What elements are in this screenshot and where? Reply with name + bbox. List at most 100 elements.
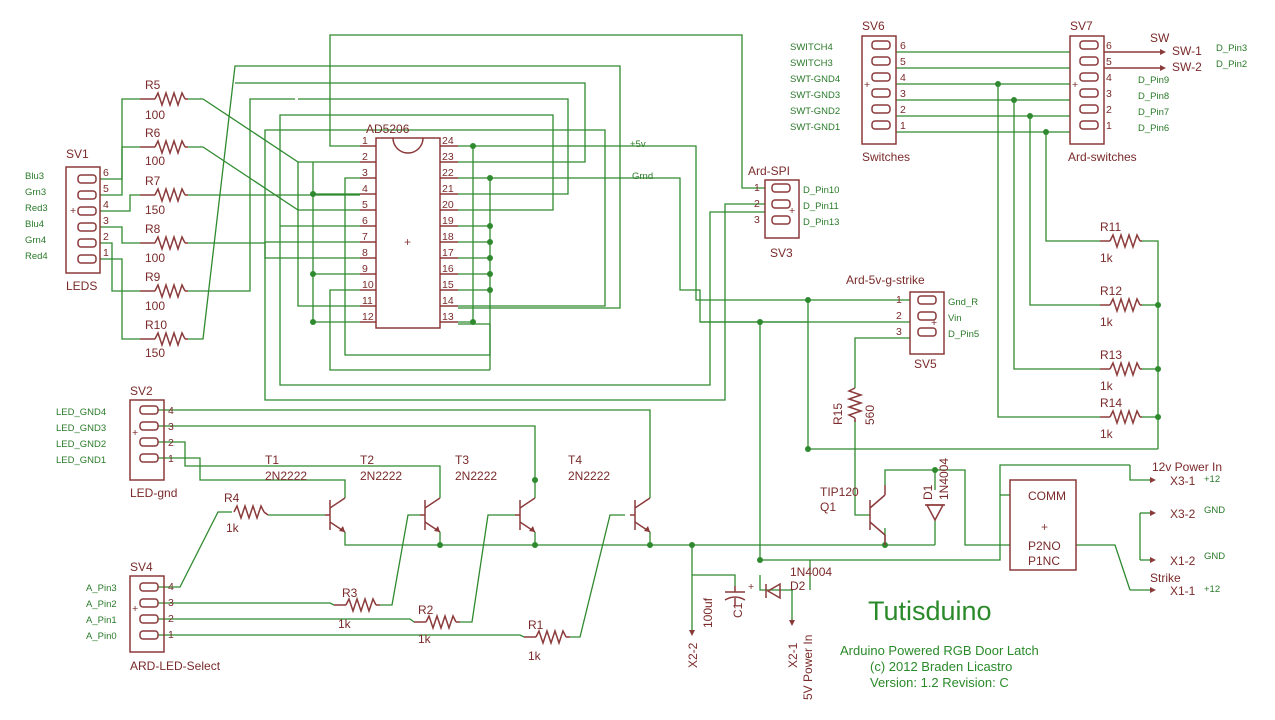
sv7-label: D_Pin8: [1138, 91, 1169, 102]
sv6-pin: 1: [900, 120, 906, 132]
transistor-name: T4: [568, 453, 582, 467]
svg-text:+: +: [132, 603, 138, 615]
sv7-pin: 3: [1106, 88, 1112, 100]
ic-left-pin-number: 12: [362, 311, 374, 323]
ic-right-pin-number: 19: [442, 215, 454, 227]
sv7-pin: 6: [1106, 40, 1112, 52]
sv3-value: Ard-SPI: [748, 164, 790, 178]
ic-left-pin-number: 9: [362, 263, 368, 275]
transistor-symbol: [634, 497, 651, 509]
r11-name: R11: [1100, 220, 1121, 234]
sv7-name: SV7: [1070, 19, 1093, 33]
sv6-pin: 5: [900, 56, 906, 68]
r6-value: 100: [145, 154, 165, 168]
r11-value: 1k: [1100, 251, 1114, 265]
ic-left-pin-number: 6: [362, 215, 368, 227]
sv6-pin: 4: [900, 72, 906, 84]
info-line-3: Version: 1.2 Revision: C: [870, 675, 1009, 690]
r5-value: 100: [145, 108, 165, 122]
sv2-pin: 3: [168, 421, 174, 433]
r6-name: R6: [145, 126, 161, 140]
ic-left-pin-number: 7: [362, 231, 368, 243]
sv6-net: SWITCH4: [790, 42, 833, 53]
x3-2-label: X3-2: [1170, 507, 1196, 521]
r15-value: 560: [863, 405, 877, 425]
schematic-title: Tutisduino: [868, 596, 992, 626]
r2-value: 1k: [418, 632, 432, 646]
r10-value: 150: [145, 346, 165, 360]
sv7-value: Ard-switches: [1068, 150, 1137, 164]
r9-name: R9: [145, 270, 161, 284]
sv2-pin: 2: [168, 437, 174, 449]
ic-left-pin-number: 8: [362, 247, 368, 259]
transistor-emitter-arrow: [644, 526, 650, 532]
relay: + COMM P2NO P1NC: [1009, 479, 1077, 571]
svg-text:+: +: [1072, 79, 1078, 91]
net-gnd-label: Grnd: [632, 171, 653, 182]
sv1-net: Red4: [25, 251, 48, 262]
sv7-label: D_Pin7: [1138, 107, 1169, 118]
sv1-net: Blu3: [25, 171, 44, 182]
svg-text:+: +: [70, 205, 76, 217]
sv7-pin: 2: [1106, 104, 1112, 116]
c1-value: 100uf: [701, 597, 715, 628]
transistor-name: T1: [265, 453, 279, 467]
r5-name: R5: [145, 78, 161, 92]
resistors-left: R5 100 R6 100 R7 150 R8 100 R9 100 R10 1…: [140, 78, 188, 360]
svg-text:+: +: [789, 205, 795, 217]
ic-right-pin-number: 17: [442, 247, 454, 259]
c1-capacitor: + 100uf C1: [701, 581, 754, 628]
r15-resistor: R15 560: [831, 387, 877, 425]
net-5v-label: +5v: [630, 139, 646, 150]
junctions: [310, 81, 1161, 563]
d1-diode: D1 1N4004: [921, 458, 951, 522]
r14-value: 1k: [1100, 427, 1114, 441]
r8-value: 100: [145, 251, 165, 265]
sv4-pin: 1: [168, 629, 174, 641]
sv7-label: SW-2: [1172, 60, 1202, 74]
ic-name: AD5206: [366, 122, 410, 136]
sv7-header: + SV7 Ard-switches 6 5 4 3 2 1 SW SW-1 S…: [1068, 19, 1247, 164]
sv5-header: + Ard-5v-g-strike SV5 1 2 3 Gnd_R Vin D_…: [846, 273, 979, 371]
r2-name: R2: [418, 603, 434, 617]
sv6-value: Switches: [862, 150, 910, 164]
transistor-emitter-arrow: [529, 526, 535, 532]
d1-value: 1N4004: [937, 458, 951, 500]
base-resistors: R4 1k R3 1k R2 1k R1 1k: [224, 491, 570, 663]
relay-p2no: P2NO: [1028, 539, 1061, 553]
svg-text:+: +: [864, 79, 870, 91]
ic-right-pin-number: 14: [442, 295, 454, 307]
ic-right-pin-number: 13: [442, 311, 454, 323]
transistor-name: T3: [455, 453, 469, 467]
sv4-name: SV4: [130, 560, 153, 574]
c1-name: C1: [731, 602, 745, 618]
sv7-pin: 5: [1106, 56, 1112, 68]
r3-name: R3: [342, 586, 358, 600]
transistor-value: 2N2222: [360, 469, 402, 483]
ic-ad5206: + AD5206 1234567891011122423222120191817…: [360, 122, 458, 329]
q1-transistor: TIP120 Q1: [820, 485, 886, 545]
sv6-header: + SV6 Switches 6 5 4 3 2 1 SWITCH4 SWITC…: [790, 19, 910, 164]
title-block: Tutisduino Arduino Powered RGB Door Latc…: [840, 596, 1039, 690]
sv2-pin: 1: [168, 453, 174, 465]
r12-value: 1k: [1100, 315, 1114, 329]
resistors-right: R11 1k R12 1k R13 1k R14 1k: [1100, 220, 1142, 441]
sv2-net: LED_GND1: [56, 455, 106, 466]
x2-1-label: X2-1: [786, 642, 800, 668]
sv6-pin: 6: [900, 40, 906, 52]
sv3-net: D_Pin13: [803, 217, 839, 228]
sv6-net: SWT-GND3: [790, 90, 840, 101]
d2-name: D2: [790, 579, 806, 593]
sv1-pin: 1: [103, 247, 109, 259]
ic-right-pin-number: 21: [442, 183, 454, 195]
sw-label: SW: [1150, 31, 1170, 45]
transistor-symbol: [519, 497, 536, 509]
sv6-net: SWT-GND1: [790, 122, 840, 133]
sv6-net: SWT-GND4: [790, 74, 840, 85]
sv2-net: LED_GND4: [56, 407, 106, 418]
sv3-pin: 1: [754, 182, 760, 194]
sv1-net: Blu4: [25, 219, 44, 230]
sv5-pin: 2: [896, 310, 902, 322]
sv1-pin: 6: [103, 167, 109, 179]
sv4-net: A_Pin2: [86, 599, 117, 610]
